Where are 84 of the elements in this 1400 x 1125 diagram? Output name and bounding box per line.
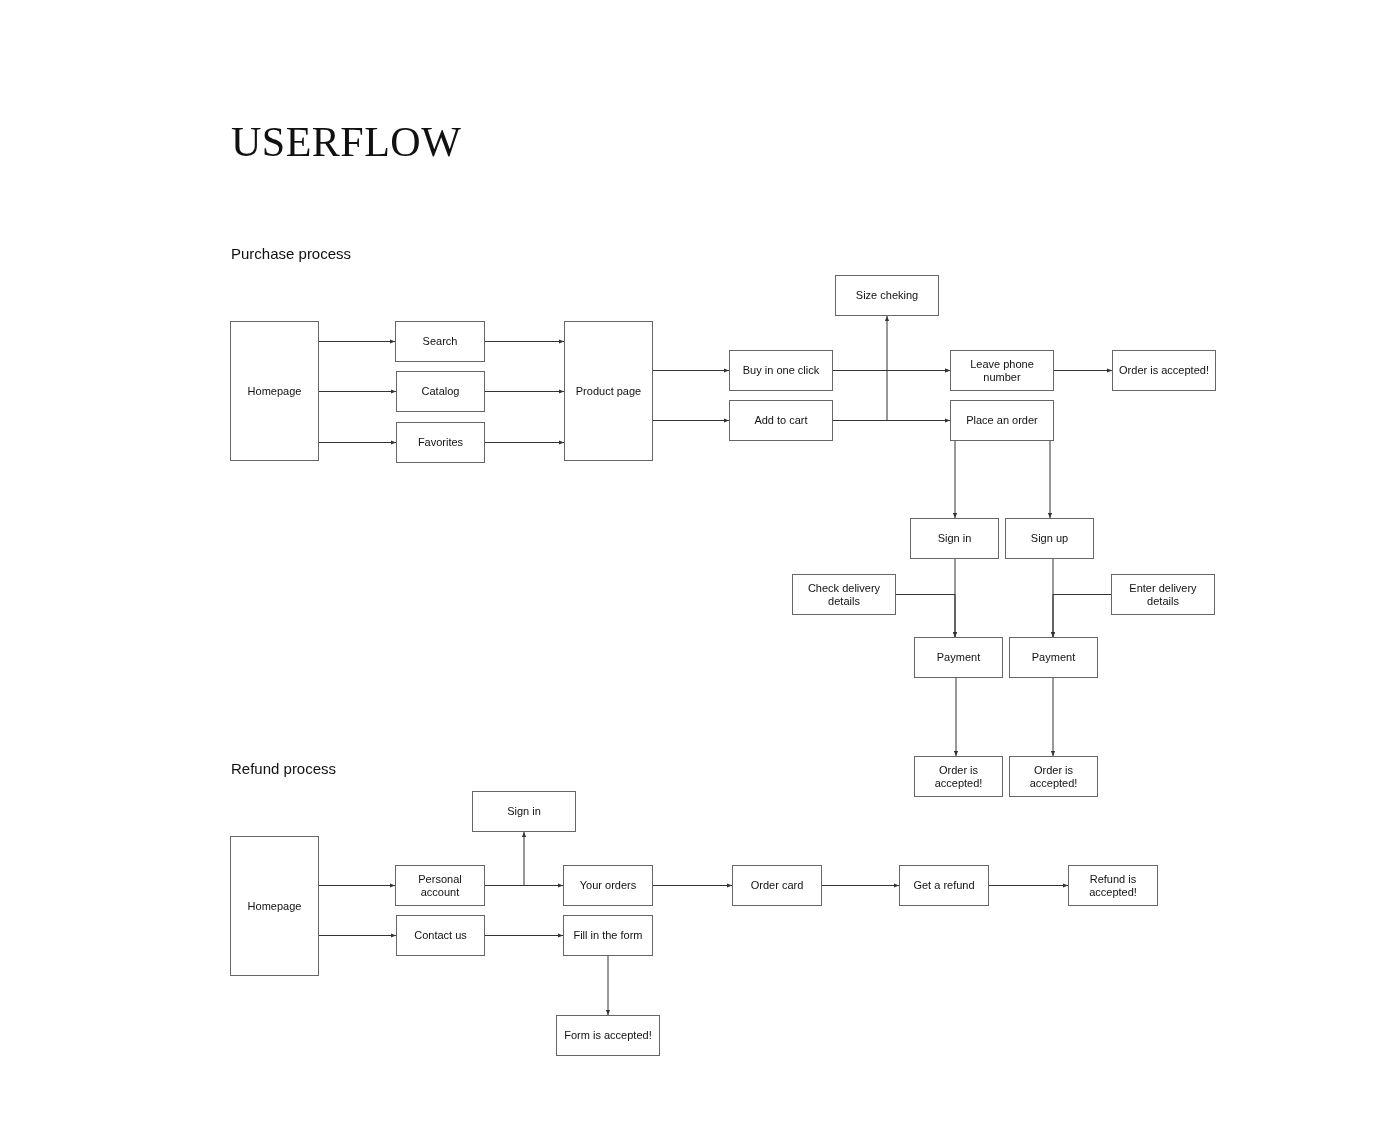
process-box: [564, 321, 653, 461]
process-box: [729, 400, 833, 441]
process-box: [230, 836, 319, 976]
process-box: [950, 350, 1054, 391]
box-label: Personal account: [417, 872, 463, 899]
box-label: Get a refund: [912, 879, 976, 892]
box-label: Order is accepted!: [1028, 763, 1079, 790]
box-label: Payment: [935, 651, 982, 664]
arrow: [318, 440, 397, 445]
box-label: Sign in: [506, 805, 542, 818]
box-label: Order is accepted!: [1118, 364, 1210, 377]
process-box: [1112, 350, 1216, 391]
box-label: Order is accepted!: [933, 763, 984, 790]
box-label: Form is accepted!: [563, 1029, 653, 1042]
arrow: [652, 368, 730, 373]
process-box: [732, 865, 822, 906]
arrow: [1053, 368, 1113, 373]
box-label: Payment: [1030, 651, 1077, 664]
process-box: [396, 371, 485, 412]
box-label: Favorites: [416, 436, 465, 449]
process-box: [556, 1015, 660, 1056]
box-label: Sign up: [1029, 532, 1070, 545]
arrow: [895, 594, 958, 638]
box-label: Leave phone number: [969, 357, 1035, 384]
process-box: [835, 275, 939, 316]
box-label: Catalog: [420, 385, 461, 398]
box-label: Your orders: [578, 879, 638, 892]
process-box: [472, 791, 576, 832]
arrow: [652, 883, 733, 888]
process-box: [914, 756, 1003, 797]
arrow: [484, 339, 565, 344]
box-label: Sign in: [936, 532, 973, 545]
process-box: [1111, 574, 1215, 615]
box-label: Size cheking: [854, 289, 920, 302]
process-box: [910, 518, 999, 559]
box-label: Homepage: [246, 899, 303, 913]
arrow: [484, 440, 565, 445]
process-box: [396, 915, 485, 956]
box-label: Place an order: [965, 414, 1039, 427]
box-label: Fill in the form: [572, 929, 644, 942]
box-label: Order card: [749, 879, 805, 892]
arrow: [318, 339, 396, 344]
diagram-title: USERFLOW: [231, 118, 462, 166]
arrow: [318, 389, 397, 394]
arrow: [953, 677, 959, 757]
arrow: [652, 418, 730, 423]
arrow: [988, 883, 1069, 888]
arrow: [832, 368, 951, 421]
process-box: [395, 865, 485, 906]
box-label: Add to cart: [753, 414, 809, 427]
box-label: Search: [421, 335, 459, 348]
arrow: [318, 883, 396, 888]
process-box: [1009, 756, 1098, 797]
box-label: Refund is accepted!: [1088, 872, 1138, 899]
process-box: [230, 321, 319, 461]
process-box: [1005, 518, 1094, 559]
box-label: Product page: [574, 384, 643, 398]
process-box: [1009, 637, 1098, 678]
box-label: Enter delivery details: [1128, 581, 1198, 608]
section-heading: Refund process: [231, 760, 337, 777]
process-box: [1068, 865, 1158, 906]
arrow: [1050, 677, 1056, 757]
process-box: [396, 422, 485, 463]
process-box: [563, 915, 653, 956]
arrow: [605, 955, 611, 1016]
process-box: [395, 321, 485, 362]
arrow: [952, 440, 958, 519]
process-box: [792, 574, 896, 615]
process-box: [899, 865, 989, 906]
section-heading: Purchase process: [231, 245, 352, 262]
arrow: [318, 933, 397, 938]
box-label: Check delivery details: [806, 581, 882, 608]
arrow: [484, 933, 564, 938]
process-box: [729, 350, 833, 391]
process-box: [914, 637, 1003, 678]
arrow: [821, 883, 900, 888]
box-label: Buy in one click: [741, 364, 821, 377]
arrow: [484, 389, 565, 394]
box-label: Contact us: [413, 929, 468, 942]
arrow: [1050, 594, 1112, 638]
arrow: [1047, 440, 1053, 519]
box-label: Homepage: [246, 384, 303, 398]
process-box: [563, 865, 653, 906]
process-box: [950, 400, 1054, 441]
